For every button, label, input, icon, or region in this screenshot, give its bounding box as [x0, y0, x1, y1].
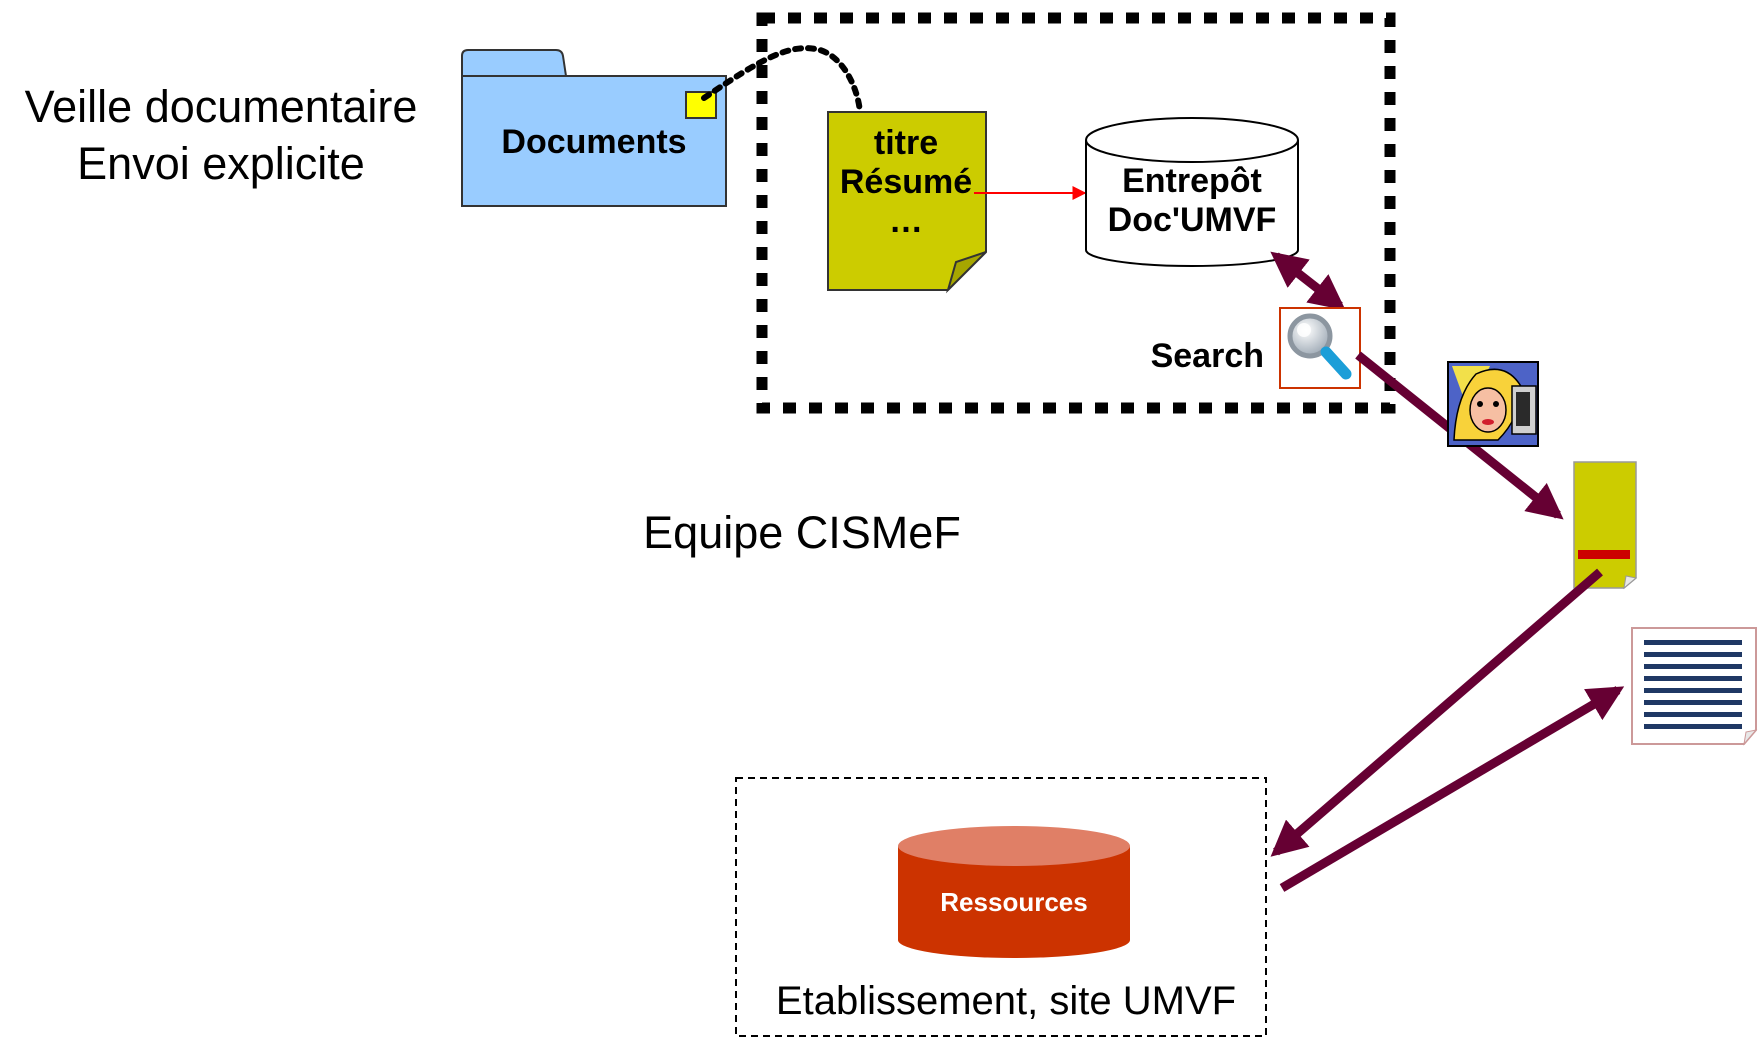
note-label-line2: Résumé: [840, 163, 972, 201]
veille-label-line1: Veille documentaire: [25, 81, 418, 132]
folder-icon: [461, 49, 727, 207]
magnifier-icon[interactable]: [1279, 307, 1361, 389]
database-icon: [1085, 117, 1299, 267]
text-document-icon: [1631, 627, 1758, 746]
search-label: Search: [1151, 337, 1264, 375]
ressources-database-icon: [898, 826, 1130, 958]
dotted-link: [701, 45, 863, 115]
ressources-label: Ressources: [940, 887, 1087, 917]
result-to-ressources-arrow: [1270, 568, 1603, 857]
entrepot-search-arrow: [1270, 251, 1346, 311]
note-document-icon: [1573, 461, 1638, 590]
documents-label: Documents: [501, 123, 686, 161]
note-label-line1: titre: [874, 124, 938, 162]
entrepot-label-line2: Doc'UMVF: [1108, 201, 1277, 239]
entrepot-label-line1: Entrepôt: [1122, 162, 1262, 200]
ressources-to-document-arrow: [1279, 686, 1625, 892]
sticky-note-icon: [827, 111, 987, 294]
equipe-label: Equipe CISMeF: [643, 507, 961, 558]
note-label-line3: …: [889, 202, 923, 240]
etablissement-label: Etablissement, site UMVF: [776, 979, 1236, 1023]
user-at-computer-icon: [1447, 361, 1539, 447]
cismef-boundary: [756, 12, 1396, 414]
veille-label-line2: Envoi explicite: [77, 138, 365, 189]
etablissement-boundary: [735, 777, 1267, 1037]
